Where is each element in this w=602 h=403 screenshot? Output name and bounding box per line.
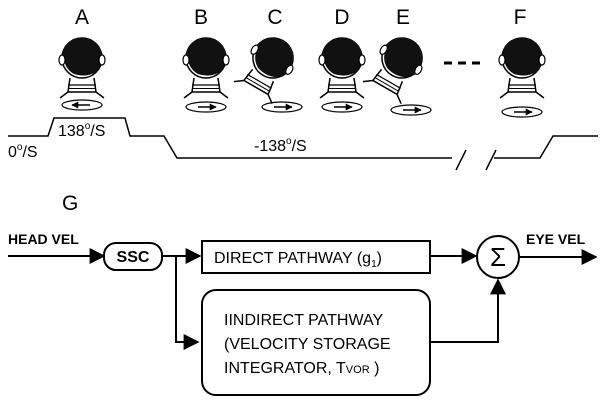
rotation-arrow-c [261, 101, 303, 113]
velocity-trace [8, 117, 452, 159]
ssc-label: SSC [117, 249, 150, 266]
panel-label-c: C [267, 6, 282, 29]
panel-label-f: F [514, 6, 527, 29]
velocity-trace-continued [494, 135, 598, 159]
branch-to-indirect-arrow [175, 256, 200, 350]
negative-velocity-label: -138o/S [254, 136, 307, 155]
panel-label-e: E [396, 6, 410, 29]
panel-label-g: G [62, 192, 78, 215]
panel-label-b: B [194, 6, 208, 29]
head-figure-d [318, 37, 366, 99]
rotation-arrow-d [321, 101, 363, 113]
head-figure-c [232, 28, 304, 105]
rotation-arrow-b [185, 101, 227, 113]
indirect-to-sum-arrow [430, 278, 506, 343]
indirect-pathway-line1: IINDIRECT PATHWAY [224, 312, 383, 329]
head-figure-f [498, 37, 546, 99]
eye-velocity-label: EYE VEL [526, 231, 586, 247]
indirect-pathway-line3: INTEGRATOR, TVOR ) [224, 360, 379, 377]
direct-pathway-label: DIRECT PATHWAY (g1) [214, 250, 382, 270]
head-figure-a [58, 37, 106, 99]
indirect-pathway-line2: (VELOCITY STORAGE [224, 336, 391, 353]
rotation-arrow-f [501, 106, 543, 118]
panel-label-d: D [334, 6, 349, 29]
positive-velocity-label: 138o/S [58, 121, 105, 140]
baseline-velocity-label: 0o/S [8, 142, 38, 161]
direct-pathway-block [201, 240, 431, 274]
trace-break-marks [455, 149, 497, 171]
rotation-arrow-e [390, 104, 432, 116]
rotation-arrow-a [61, 99, 103, 111]
head-figure-b [182, 37, 230, 99]
head-velocity-label: HEAD VEL [8, 231, 79, 247]
panel-label-a: A [75, 6, 89, 29]
head-figure-e [361, 28, 433, 105]
sum-symbol: Σ [490, 242, 506, 272]
